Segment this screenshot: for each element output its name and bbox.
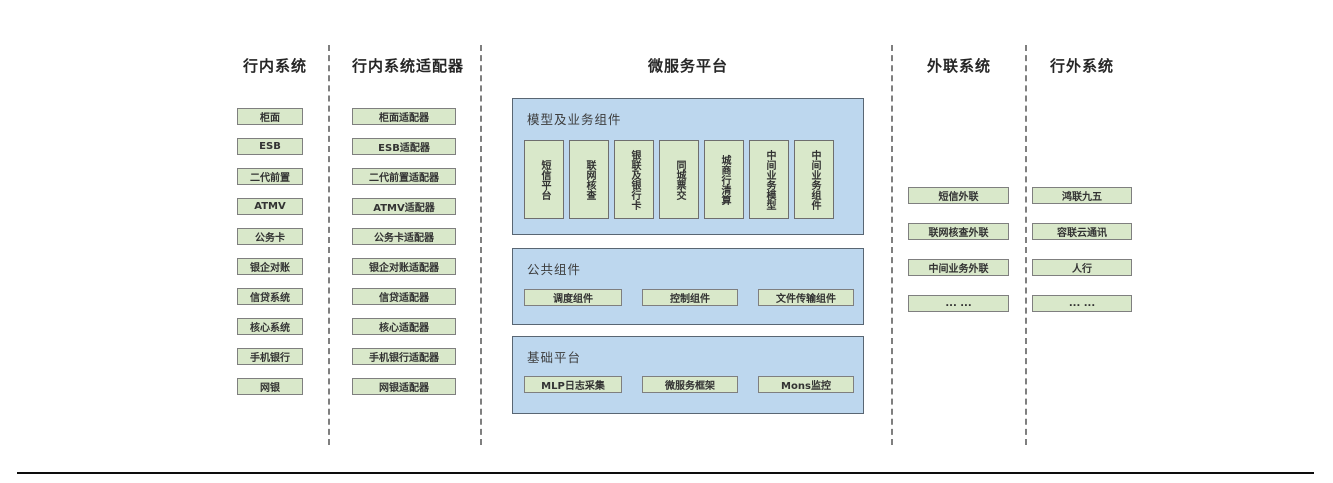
common-component-box: 调度组件 <box>524 289 622 306</box>
adapter-box: ESB适配器 <box>352 138 456 155</box>
internal-system-box: 手机银行 <box>237 348 303 365</box>
outlink-system-box: 短信外联 <box>908 187 1009 204</box>
internal-system-box: 信贷系统 <box>237 288 303 305</box>
header-microservice-platform: 微服务平台 <box>647 57 728 75</box>
dashed-separator-3 <box>891 45 893 445</box>
common-components-row: 调度组件 控制组件 文件传输组件 <box>524 289 854 306</box>
adapter-box: 二代前置适配器 <box>352 168 456 185</box>
outlink-system-box: 中间业务外联 <box>908 259 1009 276</box>
adapters-column: 柜面适配器 ESB适配器 二代前置适配器 ATMV适配器 公务卡适配器 银企对账… <box>352 108 456 395</box>
adapter-box: 银企对账适配器 <box>352 258 456 275</box>
model-component-box: 中间业务模型 <box>749 140 789 219</box>
model-component-box: 短信平台 <box>524 140 564 219</box>
outside-system-box: 人行 <box>1032 259 1132 276</box>
model-component-box: 联网核查 <box>569 140 609 219</box>
panel-base-platform: 基础平台 MLP日志采集 微服务框架 Mons监控 <box>512 336 864 414</box>
dashed-separator-2 <box>480 45 482 445</box>
internal-system-box: 公务卡 <box>237 228 303 245</box>
dashed-separator-4 <box>1025 45 1027 445</box>
model-component-box: 中间业务组件 <box>794 140 834 219</box>
adapter-box: ATMV适配器 <box>352 198 456 215</box>
panel-title: 基础平台 <box>527 350 582 365</box>
panel-common-components: 公共组件 调度组件 控制组件 文件传输组件 <box>512 248 864 325</box>
panel-title: 模型及业务组件 <box>527 112 622 127</box>
dashed-separator-1 <box>328 45 330 445</box>
internal-systems-column: 柜面 ESB 二代前置 ATMV 公务卡 银企对账 信贷系统 核心系统 手机银行… <box>237 108 303 395</box>
bottom-divider <box>17 472 1314 474</box>
base-platform-box: MLP日志采集 <box>524 376 622 393</box>
panel-model-business-components: 模型及业务组件 短信平台 联网核查 银联及银行卡 同城票交 城商行清算 中间业务… <box>512 98 864 235</box>
outside-system-box: ... ... <box>1032 295 1132 312</box>
outside-systems-column: 鸿联九五 容联云通讯 人行 ... ... <box>1032 187 1132 312</box>
outlink-system-box: ... ... <box>908 295 1009 312</box>
model-component-box: 银联及银行卡 <box>614 140 654 219</box>
outlink-system-box: 联网核查外联 <box>908 223 1009 240</box>
outside-system-box: 容联云通讯 <box>1032 223 1132 240</box>
header-internal-adapters: 行内系统适配器 <box>351 57 464 75</box>
internal-system-box: ESB <box>237 138 303 155</box>
internal-system-box: 柜面 <box>237 108 303 125</box>
adapter-box: 信贷适配器 <box>352 288 456 305</box>
outside-system-box: 鸿联九五 <box>1032 187 1132 204</box>
base-platform-box: 微服务框架 <box>642 376 738 393</box>
common-component-box: 控制组件 <box>642 289 738 306</box>
adapter-box: 核心适配器 <box>352 318 456 335</box>
internal-system-box: ATMV <box>237 198 303 215</box>
adapter-box: 柜面适配器 <box>352 108 456 125</box>
base-platform-row: MLP日志采集 微服务框架 Mons监控 <box>524 376 854 393</box>
internal-system-box: 网银 <box>237 378 303 395</box>
adapter-box: 网银适配器 <box>352 378 456 395</box>
internal-system-box: 银企对账 <box>237 258 303 275</box>
outlink-systems-column: 短信外联 联网核查外联 中间业务外联 ... ... <box>908 187 1009 312</box>
internal-system-box: 二代前置 <box>237 168 303 185</box>
header-outlink-systems: 外联系统 <box>926 57 991 75</box>
adapter-box: 手机银行适配器 <box>352 348 456 365</box>
model-component-box: 同城票交 <box>659 140 699 219</box>
model-components-row: 短信平台 联网核查 银联及银行卡 同城票交 城商行清算 中间业务模型 中间业务组… <box>524 140 834 219</box>
panel-title: 公共组件 <box>527 262 582 277</box>
internal-system-box: 核心系统 <box>237 318 303 335</box>
base-platform-box: Mons监控 <box>758 376 854 393</box>
model-component-box: 城商行清算 <box>704 140 744 219</box>
header-internal-systems: 行内系统 <box>242 57 307 75</box>
header-outside-systems: 行外系统 <box>1049 57 1114 75</box>
adapter-box: 公务卡适配器 <box>352 228 456 245</box>
common-component-box: 文件传输组件 <box>758 289 854 306</box>
